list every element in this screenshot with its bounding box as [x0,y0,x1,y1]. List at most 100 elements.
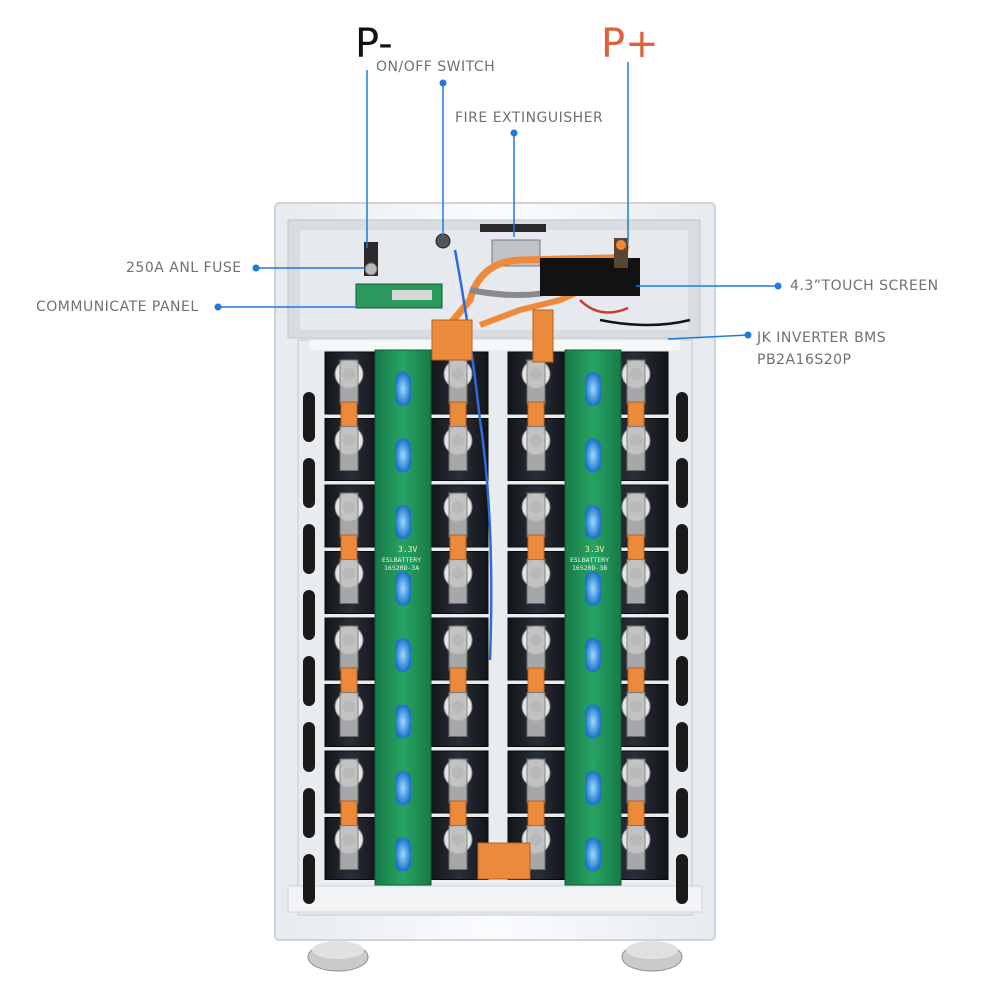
terminal-plate [448,825,468,870]
terminal-plate [626,426,646,471]
top-components [355,224,691,661]
balance-led [395,771,411,805]
terminal-plate [339,492,359,538]
caster-wheel-icon [307,941,683,972]
terminal-plate [339,359,359,405]
busbar-link [340,667,358,695]
balance-led [585,704,601,739]
vent-slot [676,788,688,838]
vent-slot [303,854,315,904]
terminal-plate [626,758,646,804]
busbar-link [449,534,467,562]
vent-slot [676,590,688,640]
label-bms-model: JK INVERTER BMS PB2A16S20P [757,327,886,371]
leader-dot-icon [214,79,782,339]
label-bms-line2: PB2A16S20P [757,352,852,368]
board-left-brand: ESLBATTERY [382,556,421,564]
busbar-link [449,667,467,695]
terminal-plate [526,559,546,604]
terminal-plate [526,625,546,671]
terminal-plate [339,426,359,471]
terminal-plate [526,492,546,538]
balance-led [395,571,411,606]
label-communicate-panel: COMMUNICATE PANEL [36,299,199,315]
balance-board-right: 3.3V ESLBATTERY 16S20D-3B [564,349,622,886]
balance-led [395,837,411,872]
terminal-plate [448,559,468,604]
vent-slot [303,656,315,706]
balance-led [585,571,601,606]
terminal-plate [448,625,468,671]
board-left-model: 16S20D-3A [384,564,419,572]
busbar-link [527,667,545,695]
busbar-link [627,800,645,828]
terminal-plate [339,559,359,604]
terminal-plate [526,426,546,471]
balance-led [585,638,601,672]
balance-led [395,438,411,473]
balance-led [395,638,411,672]
busbar-link [527,800,545,828]
label-bms-line1: JK INVERTER BMS [757,330,887,346]
terminal-plate [526,758,546,804]
side-vent-slots [303,392,688,904]
board-right-volt: 3.3V [585,545,604,554]
busbar-link [527,401,545,429]
balance-led [585,505,601,539]
vent-slot [676,656,688,706]
terminal-plate [339,758,359,804]
vent-slot [676,392,688,442]
callout-leaders [218,62,778,340]
vent-slot [676,854,688,904]
board-right-model: 16S20D-3B [572,564,607,572]
terminal-plate [626,825,646,870]
terminal-plate [448,359,468,405]
board-right-brand: ESLBATTERY [570,556,609,564]
balance-led [395,372,411,406]
balance-board-left: 3.3V ESLBATTERY 16S20D-3A [374,349,432,886]
terminal-plate [448,758,468,804]
onoff-switch-knob [435,233,451,249]
busbar-link [627,667,645,695]
busbar-link [627,401,645,429]
terminal-plate [626,559,646,604]
terminal-plate [626,492,646,538]
balance-led [585,372,601,406]
terminal-plate [526,692,546,737]
board-left-volt: 3.3V [398,545,417,554]
vent-slot [303,788,315,838]
label-fire-extinguisher: FIRE EXTINGUISHER [455,110,604,126]
terminal-plate [448,492,468,538]
vent-slot [676,524,688,574]
label-anl-fuse: 250A ANL FUSE [126,260,242,276]
terminal-plate [448,692,468,737]
terminal-plate [626,625,646,671]
bottom-busbar [477,842,531,880]
busbar-link [449,800,467,828]
balance-led [585,771,601,805]
terminal-plate [339,625,359,671]
terminal-plate [526,359,546,405]
balance-led [585,438,601,473]
vent-slot [303,722,315,772]
vent-slot [303,524,315,574]
terminal-positive-label: P+ [601,21,659,67]
terminal-plate [339,692,359,737]
terminal-plate [339,825,359,870]
terminal-plate [626,692,646,737]
busbar-link [340,534,358,562]
terminal-plate [448,426,468,471]
busbar-link [627,534,645,562]
balance-led [395,505,411,539]
vent-slot [303,392,315,442]
busbar-link [340,401,358,429]
balance-led [585,837,601,872]
label-touch-screen: 4.3”TOUCH SCREEN [790,278,939,294]
cell-terminals [334,359,651,870]
busbar-link [449,401,467,429]
busbar-link [340,800,358,828]
busbar-link [527,534,545,562]
label-onoff-switch: ON/OFF SWITCH [376,59,496,75]
vent-slot [303,458,315,508]
vent-slot [676,458,688,508]
